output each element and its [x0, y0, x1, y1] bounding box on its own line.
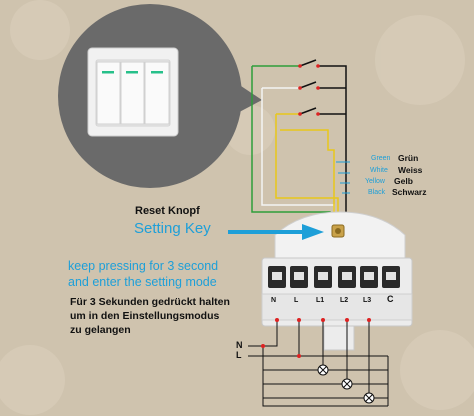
wire-label-de-green: Grün — [398, 153, 419, 163]
wire-label-en-green: Green — [371, 155, 391, 162]
wire-label-de-white: Weiss — [398, 165, 423, 175]
instruction-en-line-2: and enter the setting mode — [68, 275, 217, 289]
wire-label-en-black: Black — [368, 189, 386, 196]
wire-label-en-yellow: Yellow — [365, 178, 385, 185]
load-wires — [248, 320, 389, 407]
instruction-de-line-3: zu gelangen — [70, 324, 131, 336]
terminal-label-c: C — [387, 294, 394, 304]
instruction-en-line-1: keep pressing for 3 second — [68, 259, 219, 273]
lamp-icons — [317, 364, 375, 404]
wire-label-en-white: White — [370, 167, 388, 174]
switch-led-1 — [102, 71, 114, 74]
setting-key-label: Setting Key — [134, 220, 211, 237]
wire-contact-dots — [298, 64, 320, 116]
wire-label-arrows — [336, 161, 350, 194]
terminal-label-n: N — [271, 297, 277, 304]
terminal-block — [261, 293, 413, 321]
arrow-icon — [228, 224, 324, 240]
terminal-label-l2: L2 — [340, 297, 349, 304]
switch-key-1 — [96, 61, 121, 125]
wire-label-de-yellow: Gelb — [394, 176, 413, 186]
junction-dots — [261, 318, 371, 358]
instruction-de-line-2: um in den Einstellungsmodus — [70, 310, 220, 322]
wire-label-de-black: Schwarz — [392, 187, 427, 197]
power-label-l: L — [236, 350, 242, 360]
terminal-label-l: L — [294, 297, 299, 304]
switch-key-2 — [120, 61, 145, 125]
terminal-label-l3: L3 — [363, 297, 372, 304]
instruction-de-line-1: Für 3 Sekunden gedrückt halten — [70, 296, 230, 308]
switch-led-3 — [151, 71, 163, 74]
switch-callout — [58, 4, 262, 188]
reset-label: Reset Knopf — [135, 205, 200, 217]
switch-led-2 — [126, 71, 138, 74]
terminal-label-l1: L1 — [316, 297, 325, 304]
power-label-n: N — [236, 340, 243, 350]
